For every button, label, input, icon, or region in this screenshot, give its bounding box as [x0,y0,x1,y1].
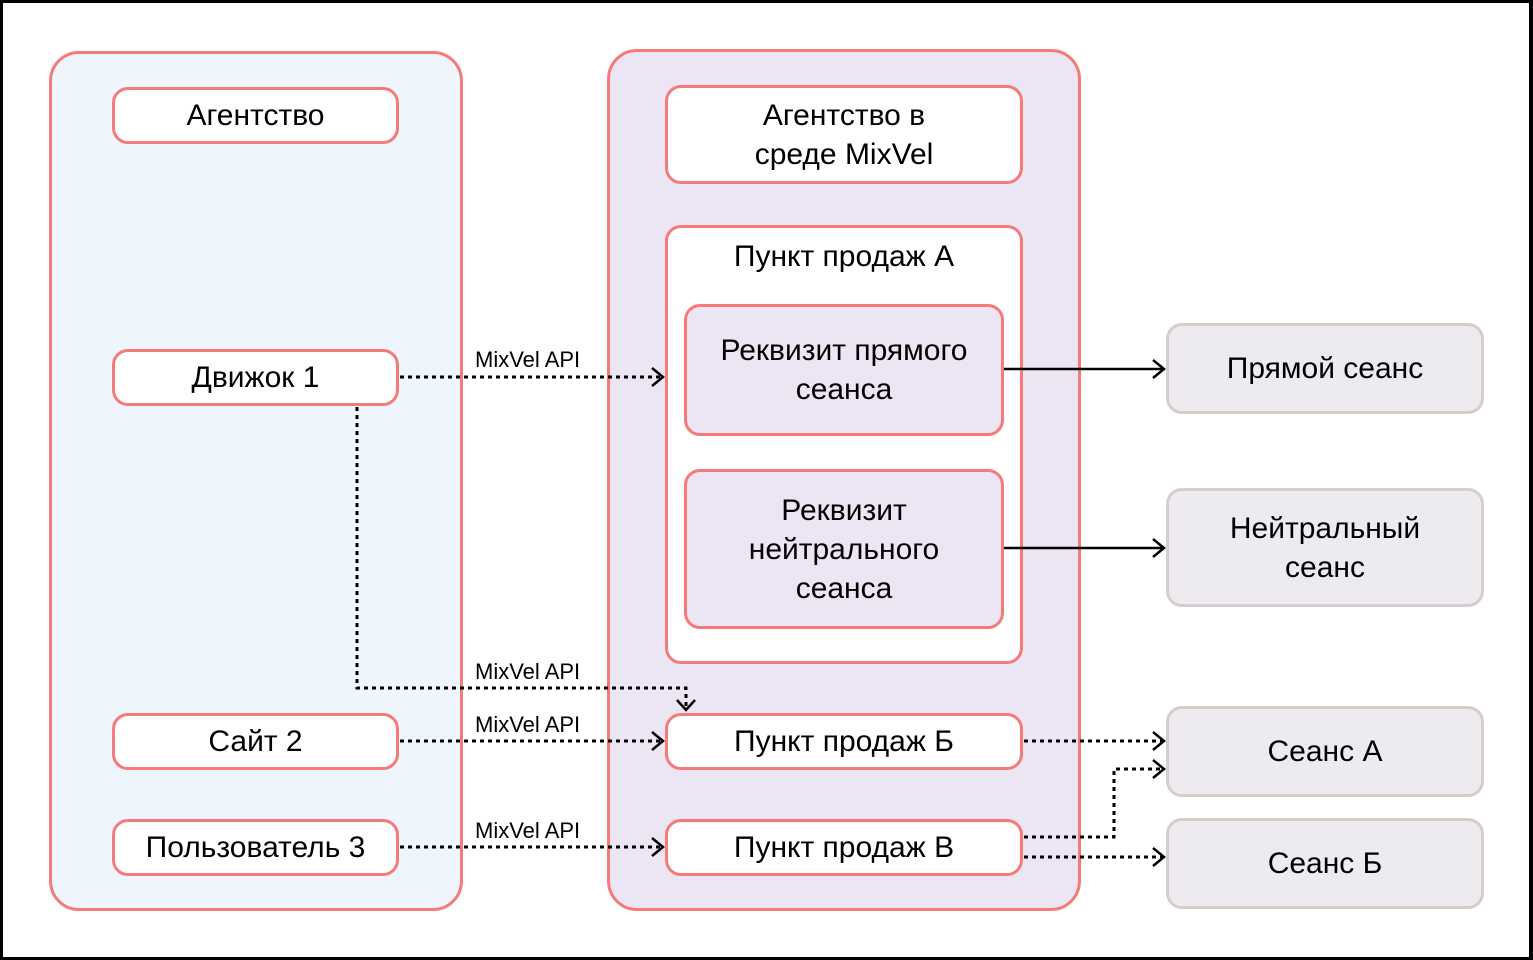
direct-session-requisite-label: Реквизит прямого сеанса [720,334,968,406]
agency-panel [49,51,463,911]
session-b-label: Сеанс Б [1267,847,1383,880]
point-of-sale-b-label: Пункт продаж Б [734,725,954,758]
point-of-sale-b-node[interactable]: Пункт продаж Б [665,713,1023,770]
edge-label-engine-to-point-b: MixVel API [475,659,581,684]
user-3-label: Пользователь 3 [145,831,366,864]
edge-label-user-to-point-c: MixVel API [475,818,581,843]
engine-1-label: Движок 1 [191,361,320,394]
neutral-session-node[interactable]: Нейтральный сеанс [1166,488,1484,607]
neutral-session-requisite-node[interactable]: Реквизит нейтрального сеанса [684,469,1004,629]
session-a-node[interactable]: Сеанс А [1166,706,1484,797]
edge-label-site-to-point-b: MixVel API [475,712,581,737]
agency-title: Агентство [186,99,325,132]
point-of-sale-a-title: Пункт продаж А [733,240,955,273]
point-of-sale-c-label: Пункт продаж В [733,831,955,864]
direct-session-requisite-node[interactable]: Реквизит прямого сеанса [684,304,1004,436]
direct-session-label: Прямой сеанс [1226,352,1424,385]
mixvel-agency-title: Агентство в среде MixVel [754,98,934,171]
engine-1-node[interactable]: Движок 1 [112,349,399,406]
session-b-node[interactable]: Сеанс Б [1166,818,1484,909]
edge-label-engine-to-point-a: MixVel API [475,347,581,372]
point-of-sale-c-node[interactable]: Пункт продаж В [665,819,1023,876]
neutral-session-requisite-label: Реквизит нейтрального сеанса [748,493,940,605]
user-3-node[interactable]: Пользователь 3 [112,819,399,876]
agency-title-box: Агентство [112,87,399,144]
neutral-session-label: Нейтральный сеанс [1229,511,1421,584]
site-2-label: Сайт 2 [208,725,303,758]
session-a-label: Сеанс А [1267,735,1383,768]
mixvel-agency-title-box: Агентство в среде MixVel [665,85,1023,184]
direct-session-node[interactable]: Прямой сеанс [1166,323,1484,414]
site-2-node[interactable]: Сайт 2 [112,713,399,770]
